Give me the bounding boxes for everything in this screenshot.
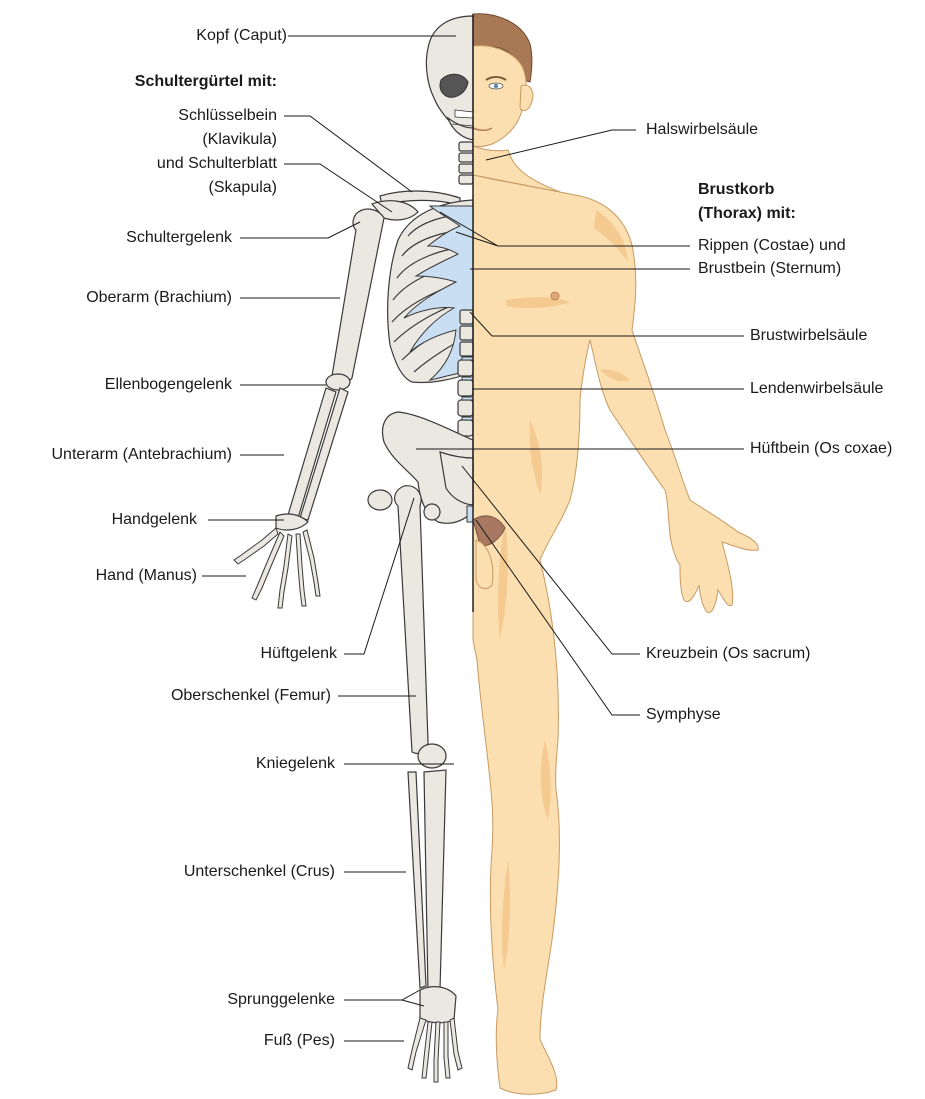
thoracic-lumbar-spine <box>458 310 473 436</box>
femur <box>395 486 428 754</box>
label-brustwirbelsaule: Brustwirbelsäule <box>750 324 867 348</box>
label-unterarm: Unterarm (Antebrachium) <box>52 443 233 467</box>
label-brustkorb: Brustkorb <box>698 178 774 202</box>
label-schultergurtel: Schultergürtel mit: <box>135 70 277 94</box>
body-skin <box>473 175 758 1094</box>
label-schulterblatt: und Schulterblatt <box>157 152 277 176</box>
foot-bones <box>408 1018 462 1082</box>
humerus <box>332 209 384 382</box>
label-oberarm: Oberarm (Brachium) <box>86 286 232 310</box>
label-brustbein: Brustbein (Sternum) <box>698 257 841 281</box>
label-symphyse: Symphyse <box>646 703 721 727</box>
label-ellenbogengelenk: Ellenbogengelenk <box>105 373 232 397</box>
label-kreuzbein: Kreuzbein (Os sacrum) <box>646 642 811 666</box>
label-rippen: Rippen (Costae) und <box>698 234 846 258</box>
hand-bones <box>234 528 320 608</box>
label-schlusselbein: Schlüsselbein <box>178 104 277 128</box>
label-oberschenkel: Oberschenkel (Femur) <box>171 684 331 708</box>
label-unterschenkel: Unterschenkel (Crus) <box>184 860 335 884</box>
tibia <box>424 770 446 992</box>
label-lendenwirbelsaule: Lendenwirbelsäule <box>750 377 883 401</box>
label-kniegelenk: Kniegelenk <box>256 752 335 776</box>
label-hand: Hand (Manus) <box>96 564 197 588</box>
label-fuss: Fuß (Pes) <box>264 1029 335 1053</box>
tarsals <box>420 987 456 1023</box>
label-kopf: Kopf (Caput) <box>196 24 287 48</box>
label-thorax: (Thorax) mit: <box>698 202 796 226</box>
fibula <box>408 772 426 988</box>
label-skapula: (Skapula) <box>209 176 277 200</box>
label-huftgelenk: Hüftgelenk <box>261 642 338 666</box>
label-huftbein: Hüftbein (Os coxae) <box>750 437 892 461</box>
label-klavikula: (Klavikula) <box>202 128 277 152</box>
face <box>473 46 526 147</box>
label-handgelenk: Handgelenk <box>112 508 197 532</box>
label-schultergelenk: Schultergelenk <box>126 226 232 250</box>
skin-half <box>473 14 758 1095</box>
label-halswirbelsaule: Halswirbelsäule <box>646 118 758 142</box>
cervical-spine <box>459 142 473 184</box>
label-sprunggelenke: Sprunggelenke <box>227 988 335 1012</box>
